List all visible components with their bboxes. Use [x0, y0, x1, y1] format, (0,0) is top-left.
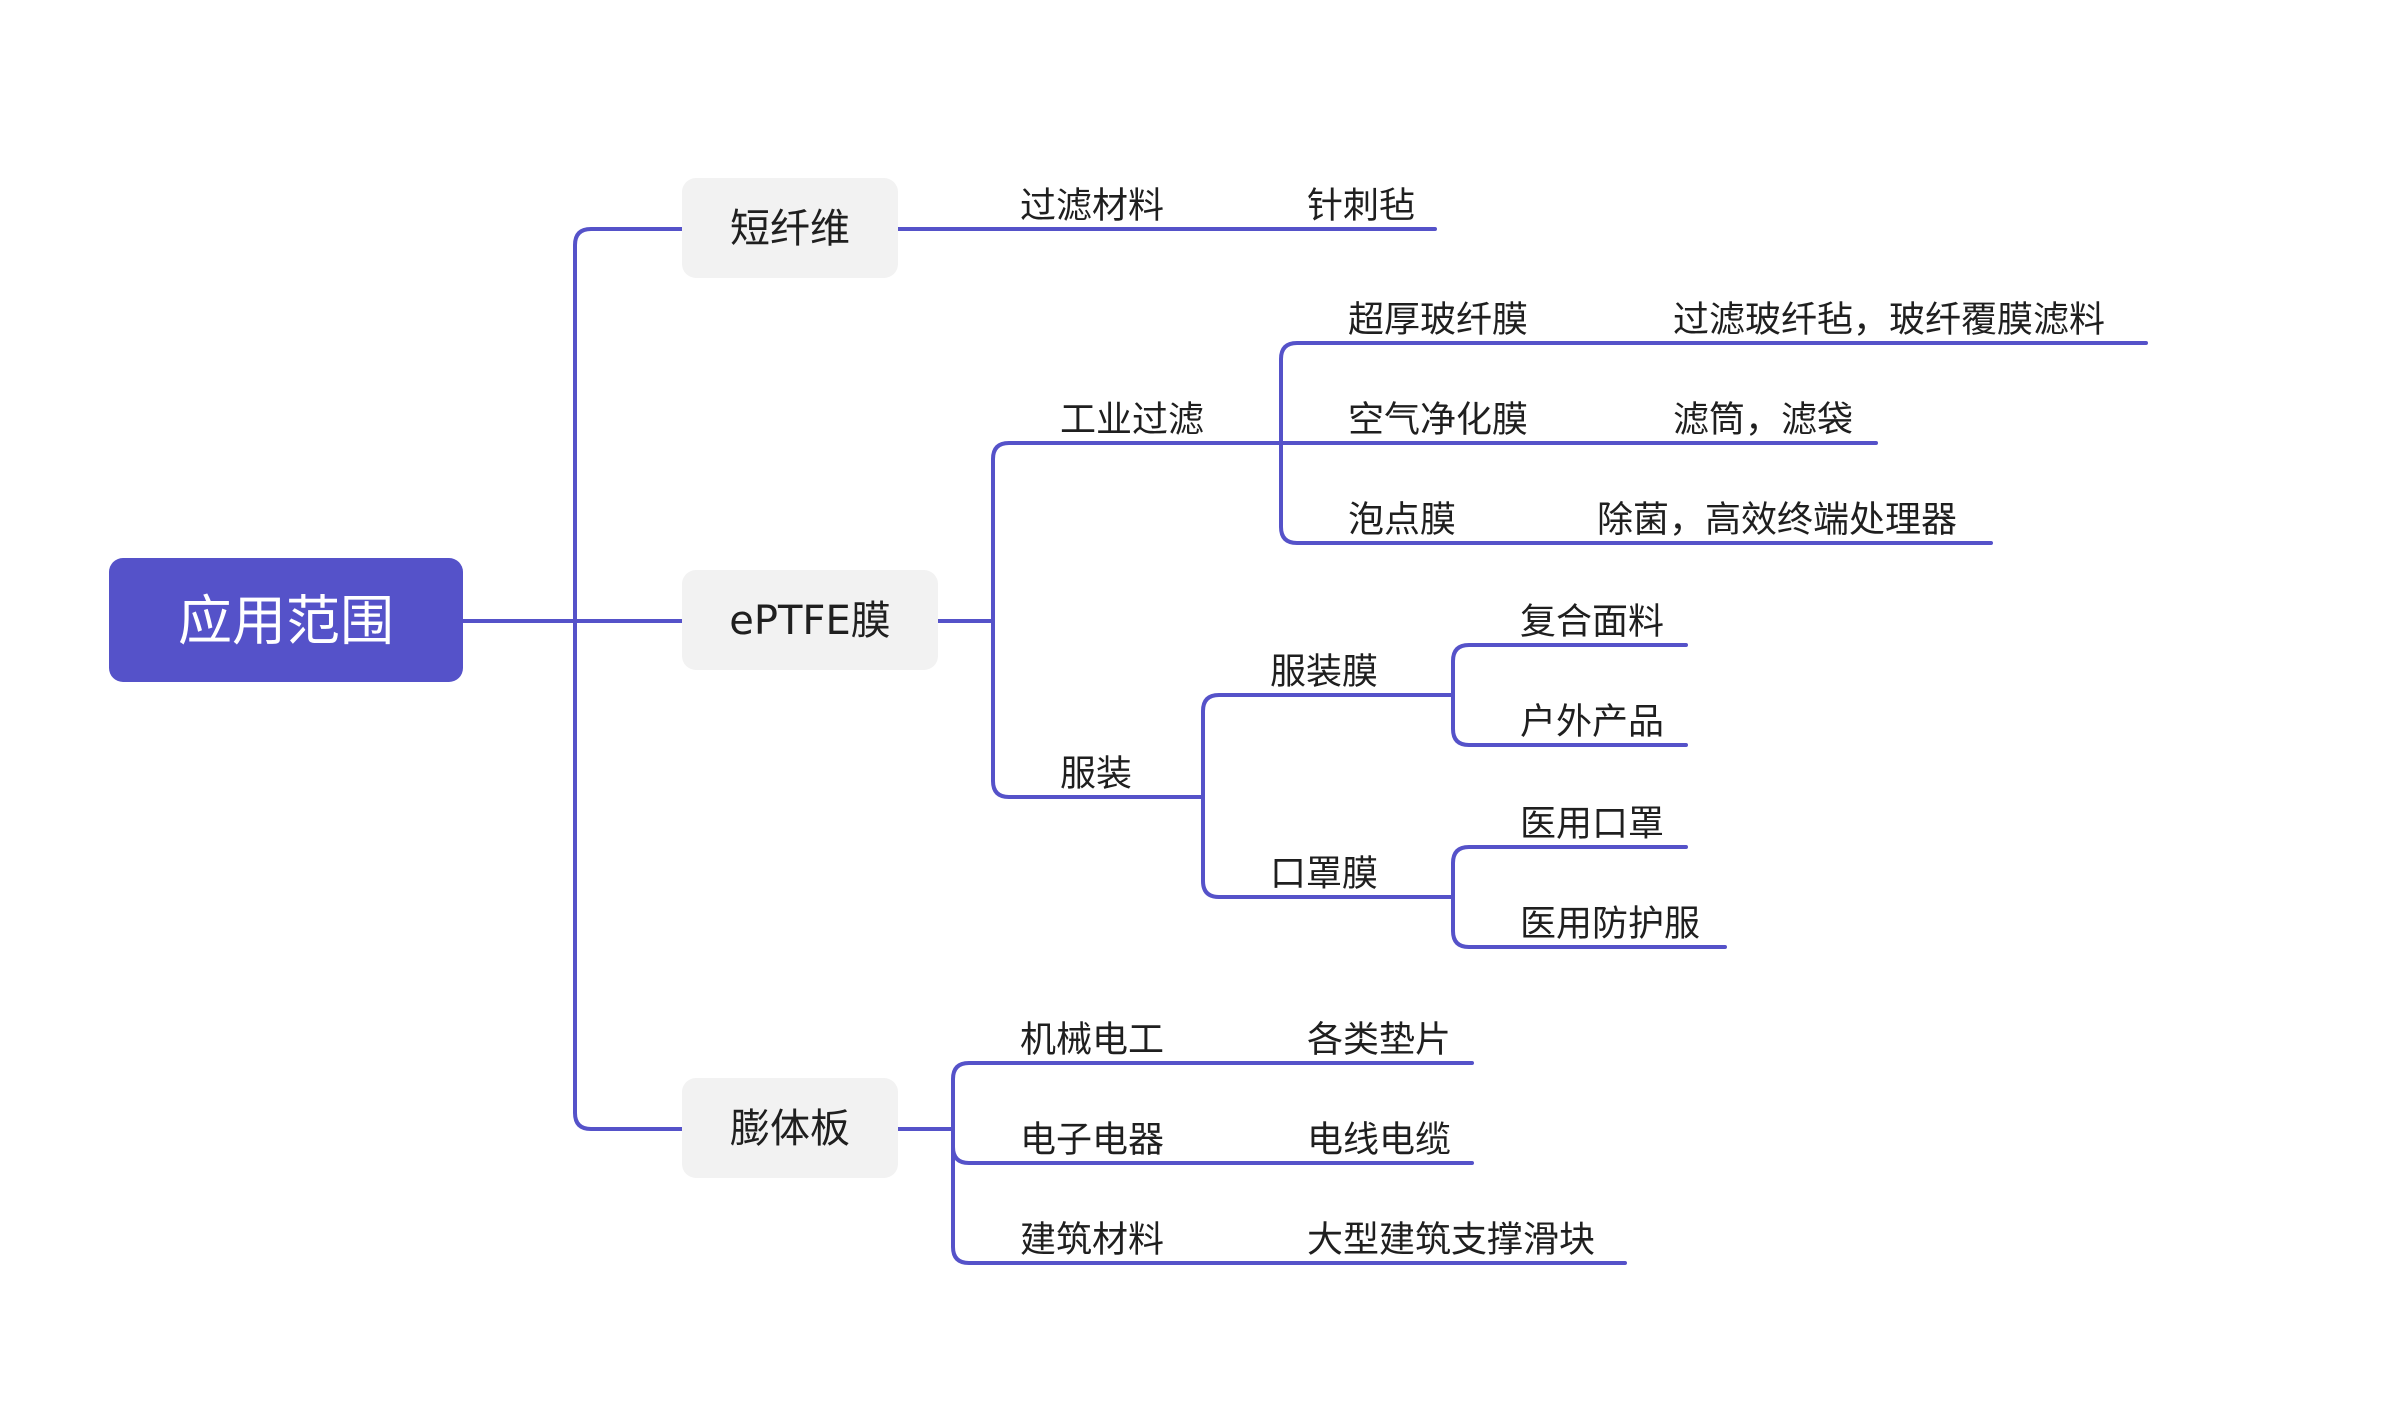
topic-jianzhu-cailiao[interactable]: 建筑材料 [1020, 1220, 1164, 1261]
connector-kouzhaomo-to-fanghufu [1451, 895, 1727, 949]
connector-eptfe-to-fuzhuang [991, 619, 1205, 799]
topic-dianxian-dianlan[interactable]: 电线电缆 [1307, 1120, 1451, 1161]
connector-eptfe-to-gongye [991, 441, 1227, 623]
topic-dianzi-dianqi[interactable]: 电子电器 [1020, 1120, 1164, 1161]
connector-gongye-to-paodian [1279, 441, 1993, 545]
topic-huwai-chanpin[interactable]: 户外产品 [1520, 702, 1664, 743]
topic-jixie-diangong[interactable]: 机械电工 [1020, 1020, 1164, 1061]
branch-node-duanxianwei[interactable]: 短纤维 [682, 178, 898, 278]
branch-node-box [682, 1078, 898, 1178]
topic-fuzhuangmo[interactable]: 服装膜 [1270, 652, 1378, 693]
topic-chujun[interactable]: 除菌，高效终端处理器 [1597, 500, 1957, 541]
topic-chaohou-boxianmo[interactable]: 超厚玻纤膜 [1348, 300, 1528, 341]
connector-gongye-to-chaohou [1279, 341, 2148, 445]
topic-yiyong-fanghufu[interactable]: 医用防护服 [1520, 904, 1700, 945]
branch-node-eptfe[interactable]: ePTFE膜 [682, 570, 938, 670]
connector-kouzhaomo-to-kouzhao [1451, 845, 1688, 899]
branch-node-label: ePTFE膜 [729, 598, 890, 644]
connectors [461, 227, 2148, 1265]
connector-root-to-duanxianwei [573, 227, 684, 623]
connector-fuzhuang-to-kouzhaomo [1201, 795, 1455, 899]
topic-zhicheng-huakuai[interactable]: 大型建筑支撑滑块 [1307, 1220, 1595, 1261]
root-node[interactable]: 应用范围 [109, 558, 463, 682]
connector-fuzhuangmo-to-huwai [1451, 693, 1688, 747]
root-node-label: 应用范围 [178, 590, 394, 653]
root-node-box [109, 558, 463, 682]
topic-paodianmo[interactable]: 泡点膜 [1348, 500, 1456, 541]
branch-node-label: 短纤维 [730, 206, 850, 252]
topic-kongqi-jinghuamo[interactable]: 空气净化膜 [1348, 400, 1528, 441]
connector-root-to-pengtiban [573, 619, 684, 1131]
topic-lvtong-lvdai[interactable]: 滤筒，滤袋 [1673, 400, 1853, 441]
connector-fuzhuangmo-to-fuhe [1451, 643, 1688, 697]
branch-node-box [682, 178, 898, 278]
connector-pengtiban-to-jianzhu [951, 1127, 1627, 1265]
topic-zhencizhan[interactable]: 针刺毡 [1307, 186, 1415, 227]
topic-guolv-cailiao[interactable]: 过滤材料 [1020, 186, 1164, 227]
branch-node-box [682, 570, 938, 670]
topic-yiyong-kouzhao[interactable]: 医用口罩 [1520, 804, 1664, 845]
topic-guolv-boxianzhan[interactable]: 过滤玻纤毡，玻纤覆膜滤料 [1673, 300, 2105, 341]
connector-pengtiban-to-jixie [951, 1061, 1474, 1131]
branch-node-label: 膨体板 [730, 1106, 850, 1152]
topic-gelei-dianpian[interactable]: 各类垫片 [1307, 1020, 1451, 1061]
topic-gongye-guolv[interactable]: 工业过滤 [1060, 400, 1204, 441]
branch-node-pengtiban[interactable]: 膨体板 [682, 1078, 898, 1178]
topic-fuzhuang[interactable]: 服装 [1060, 754, 1132, 795]
topic-kouzhaomo[interactable]: 口罩膜 [1270, 854, 1378, 895]
topic-fuhe-mianliao[interactable]: 复合面料 [1520, 602, 1664, 643]
connector-fuzhuang-to-fuzhuangmo [1201, 693, 1455, 799]
